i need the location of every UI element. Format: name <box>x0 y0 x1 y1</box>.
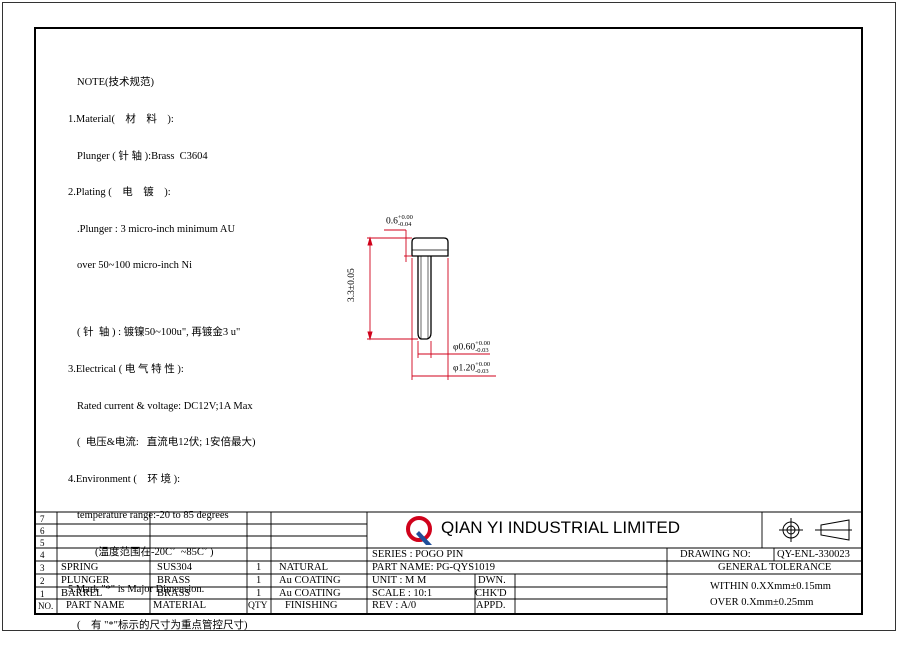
bom-material: BRASS <box>157 588 191 599</box>
unit-label: UNIT : M M <box>372 575 427 586</box>
bom-header-no: NO. <box>38 601 54 611</box>
drawing-no-value: QY-ENL-330023 <box>777 549 850 560</box>
chkd-label: CHK'D <box>475 588 507 599</box>
drawing-no-label: DRAWING NO: <box>680 549 751 560</box>
plating-heading: 2.Plating ( 电 镀 ): <box>68 187 171 199</box>
notes-title: NOTE(技术规范) <box>77 77 154 89</box>
mark-line: ( 有 "*"标示的尺寸为重点管控尺寸) <box>77 620 248 632</box>
part-name-label: PART NAME: PG-QYS1019 <box>372 562 496 573</box>
electrical-line-1: Rated current & voltage: DC12V;1A Max <box>77 400 253 412</box>
pin-outline <box>411 237 449 340</box>
scale-label: SCALE : 10:1 <box>372 588 433 599</box>
bom-material: SUS304 <box>157 562 193 573</box>
head-height-tol-upper: +0.00 <box>397 214 413 221</box>
bom-no: 2 <box>40 576 45 586</box>
bom-finish: Au COATING <box>279 575 341 586</box>
shaft-dia-value: φ0.60 <box>453 342 476 353</box>
row-number: 5 <box>40 538 45 548</box>
environment-line-2: (温度范围在-20C˚ ~85C˚ ) <box>95 546 214 558</box>
company-name: QIAN YI INDUSTRIAL LIMITED <box>441 518 680 537</box>
dimension-lines <box>367 229 496 380</box>
plating-line-2: over 50~100 micro-inch Ni <box>77 260 193 272</box>
bom-qty: 1 <box>256 575 262 586</box>
electrical-line-2: ( 电压&电流: 直流电12伏; 1安倍最大) <box>77 437 256 449</box>
electrical-heading: 3.Electrical ( 电 气 特 性 ): <box>68 363 184 375</box>
head-dia-tol-lower: -0.03 <box>475 367 489 375</box>
rev-label: REV : A/0 <box>372 600 417 611</box>
head-height-value: 0.6 <box>386 216 398 227</box>
row-number: 6 <box>40 526 45 536</box>
bom-header-name: PART NAME <box>66 600 125 611</box>
bom-finish: NATURAL <box>279 562 328 573</box>
tolerance-over: OVER 0.Xmm±0.25mm <box>710 597 814 608</box>
bom-header-material: MATERIAL <box>153 600 207 611</box>
plating-line-1: .Plunger : 3 micro-inch minimum AU <box>77 223 236 235</box>
bom-name: PLUNGER <box>61 575 110 586</box>
row-number: 7 <box>40 514 45 524</box>
bom-name: SPRING <box>61 562 99 573</box>
head-dia-tol-upper: +0.00 <box>475 361 491 368</box>
shaft-dia-tol-upper: +0.00 <box>475 340 491 347</box>
bom-header-finish: FINISHING <box>285 600 338 611</box>
bom-finish: Au COATING <box>279 588 341 599</box>
bom-material: BRASS <box>157 575 191 586</box>
bom-name: BARREL <box>61 588 103 599</box>
row-number: 4 <box>40 550 45 560</box>
bom-no: 3 <box>40 563 45 573</box>
projection-symbol-icon <box>779 518 852 542</box>
length-dim: 3.3±0.05 <box>347 268 357 302</box>
head-height-tol-lower: -0.04 <box>397 220 412 228</box>
head-dia-value: φ1.20 <box>453 363 476 374</box>
tolerance-within: WITHIN 0.XXmm±0.15mm <box>710 581 831 592</box>
company-logo <box>406 516 432 545</box>
series-label: SERIES : POGO PIN <box>372 549 464 560</box>
bom-qty: 1 <box>256 562 262 573</box>
bom-qty: 1 <box>256 588 262 599</box>
bom-header-qty: QTY <box>248 601 268 611</box>
drawing-outer-border <box>2 2 896 631</box>
material-heading: 1.Material( 材 料 ): <box>68 114 174 125</box>
head-dia-dim: φ1.20+0.00-0.03 <box>453 361 491 375</box>
environment-heading: 4.Environment ( 环 境 ): <box>68 473 180 485</box>
bom-no: 1 <box>40 589 45 599</box>
mark-heading: 5.Mark "*" is Major Dimension. <box>68 583 205 595</box>
plating-line-3: ( 针 轴 ) : 镀镍50~100u", 再镀金3 u" <box>77 327 241 339</box>
shaft-dia-tol-lower: -0.03 <box>475 346 489 354</box>
shaft-dia-dim: φ0.60+0.00-0.03 <box>453 340 491 354</box>
titleblock-grid <box>35 511 861 613</box>
head-height-dim: 0.6+0.00-0.04 <box>386 214 413 228</box>
appd-label: APPD. <box>476 600 506 611</box>
dwn-label: DWN. <box>478 575 506 586</box>
material-line: Plunger ( 针 轴 ):Brass C3604 <box>77 150 208 162</box>
drawing-inner-border <box>34 27 863 615</box>
general-tolerance-label: GENERAL TOLERANCE <box>718 562 832 573</box>
